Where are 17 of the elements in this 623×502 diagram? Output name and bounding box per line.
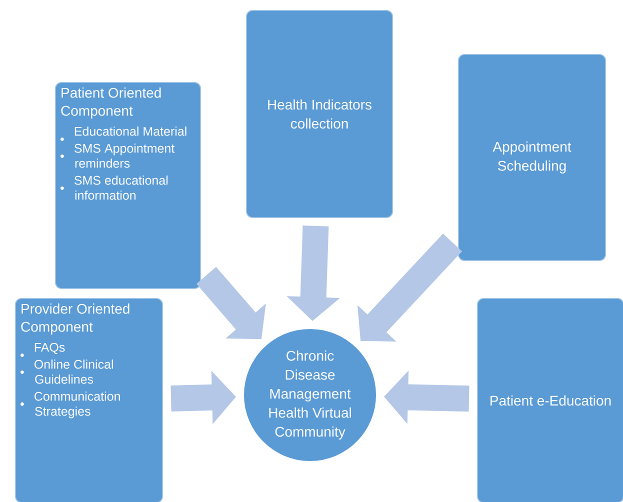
rounded-box — [458, 54, 606, 261]
bullet-item: Online Clinical Guidelines — [34, 360, 113, 384]
label-text: Health Indicators collection — [268, 99, 372, 129]
bullet-item: Educational Material — [74, 126, 186, 136]
label-text: Appointment Scheduling — [492, 141, 572, 174]
bullet-item: FAQs — [34, 342, 65, 354]
heading: Provider Oriented Component — [21, 304, 130, 335]
bullet-item: SMS Appointment reminders — [74, 144, 175, 168]
rounded-box — [477, 298, 623, 502]
rounded-box — [246, 10, 393, 218]
heading: Patient Oriented Component — [61, 88, 161, 119]
rounded-box — [15, 298, 163, 502]
bullet-item: SMS educational information — [74, 176, 168, 200]
rounded-box — [55, 82, 201, 289]
label-text: Patient e-Education — [490, 395, 611, 406]
block-arrow — [196, 266, 266, 340]
bullet-item: Communication Strategies — [34, 392, 120, 418]
